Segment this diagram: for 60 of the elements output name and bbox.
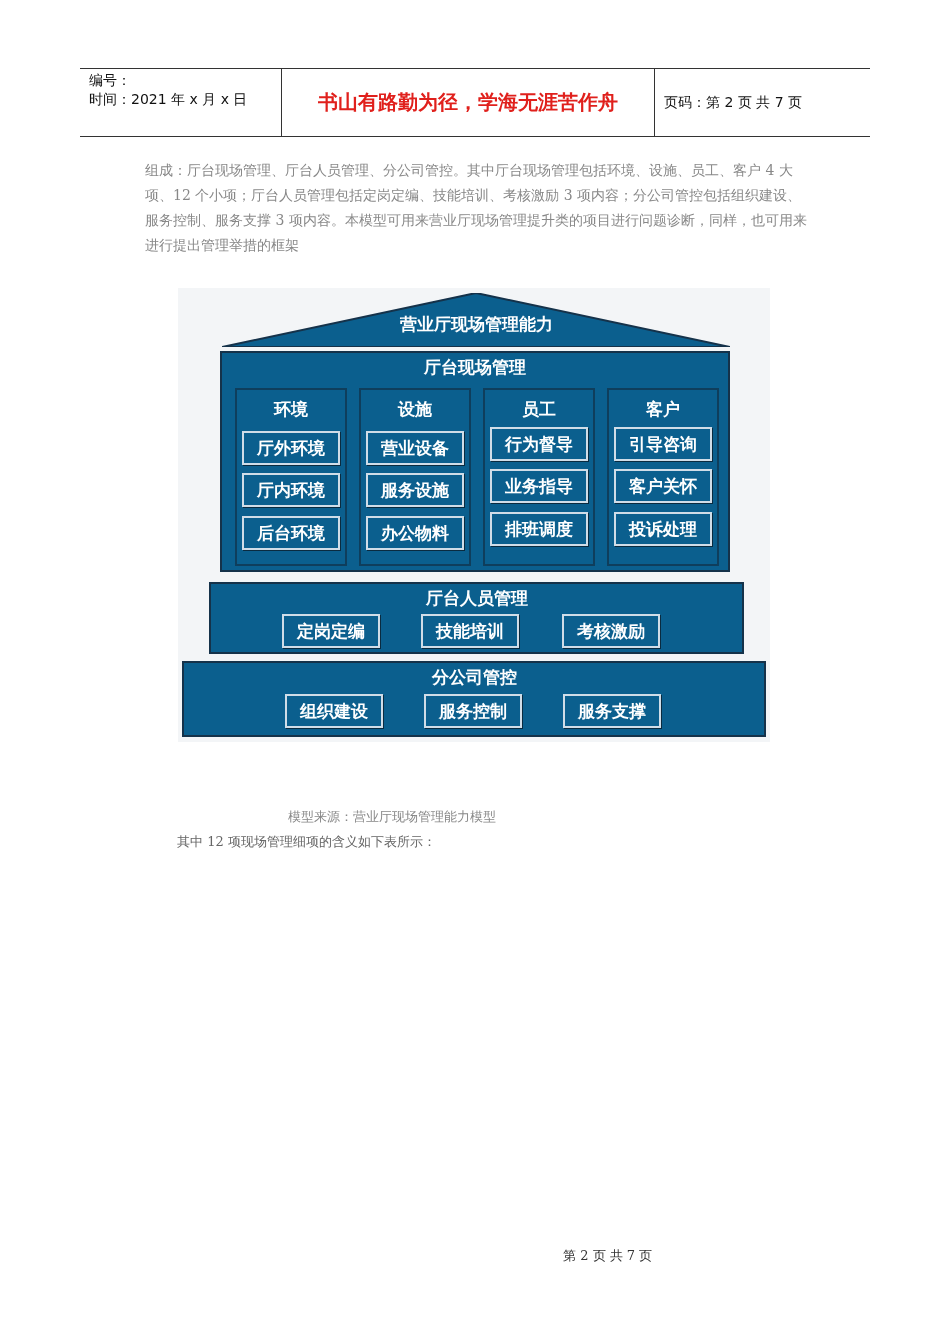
item-label: 营业设备	[381, 436, 449, 460]
section-panel	[182, 661, 766, 737]
item-box	[421, 614, 519, 648]
item-label: 厅外环境	[257, 436, 325, 460]
roof-banner	[222, 293, 730, 347]
category-label: 客户	[646, 398, 680, 421]
item-label: 引导咨询	[629, 432, 697, 456]
item-box	[424, 694, 522, 728]
item-box	[614, 512, 712, 546]
item-box	[282, 614, 380, 648]
item-label: 排班调度	[505, 517, 573, 541]
item-box	[614, 469, 712, 503]
category-box	[359, 388, 471, 566]
item-label: 服务控制	[439, 699, 507, 723]
item-box	[366, 516, 464, 550]
item-box	[366, 431, 464, 465]
item-label: 服务支撑	[578, 699, 646, 723]
page-number: 页码：第 2 页 共 7 页	[664, 93, 803, 112]
motto: 书山有路勤为径，学海无涯苦作舟	[318, 89, 618, 116]
item-label: 投诉处理	[629, 517, 697, 541]
document-number: 编号：	[89, 71, 131, 90]
item-box	[242, 516, 340, 550]
item-box	[490, 469, 588, 503]
page-footer: 第 2 页 共 7 页	[563, 1247, 653, 1265]
item-box	[242, 473, 340, 507]
section-title: 营业厅现场管理能力	[399, 313, 553, 336]
category-box	[235, 388, 347, 566]
item-box	[563, 694, 661, 728]
item-box	[490, 512, 588, 546]
item-label: 办公物料	[381, 521, 449, 545]
item-label: 考核激励	[577, 619, 645, 643]
category-box	[483, 388, 595, 566]
category-box	[607, 388, 719, 566]
category-label: 环境	[274, 398, 308, 421]
item-label: 行为督导	[505, 432, 573, 456]
item-box	[490, 427, 588, 461]
item-label: 定岗定编	[297, 619, 365, 643]
item-label: 业务指导	[505, 474, 573, 498]
description-paragraph: 组成：厅台现场管理、厅台人员管理、分公司管控。其中厅台现场管理包括环境、设施、员工、客户 4 大项、12 个小项；厅台人员管理包括定岗定编、技能培训、考核激励 3 项内容；分公司管控包括组织建设、服务控制、服务支撑 3 项内容。本模型可用来营业厅现场管理提升类的项目进行问题诊断，同样，也可用来进行提出管理举措的框架	[145, 161, 807, 255]
item-box	[242, 431, 340, 465]
item-box	[366, 473, 464, 507]
section-title: 厅台人员管理	[425, 587, 528, 610]
item-label: 组织建设	[300, 699, 368, 723]
item-label: 厅内环境	[257, 478, 325, 502]
item-label: 客户关怀	[629, 474, 697, 498]
item-box	[285, 694, 383, 728]
source-note: 模型来源：营业厅现场管理能力模型	[288, 808, 496, 826]
item-label: 后台环境	[257, 521, 325, 545]
table-intro: 其中 12 项现场管理细项的含义如下表所示：	[177, 833, 436, 851]
section-title: 分公司管控	[431, 666, 517, 689]
section-panel	[220, 351, 730, 572]
category-label: 员工	[522, 398, 556, 421]
section-title: 厅台现场管理	[424, 356, 526, 379]
section-panel	[209, 582, 744, 654]
item-label: 服务设施	[381, 478, 449, 502]
item-box	[562, 614, 660, 648]
item-box	[614, 427, 712, 461]
item-label: 技能培训	[436, 619, 504, 643]
category-label: 设施	[398, 398, 432, 421]
document-date: 时间：2021 年 x 月 x 日	[89, 90, 248, 109]
